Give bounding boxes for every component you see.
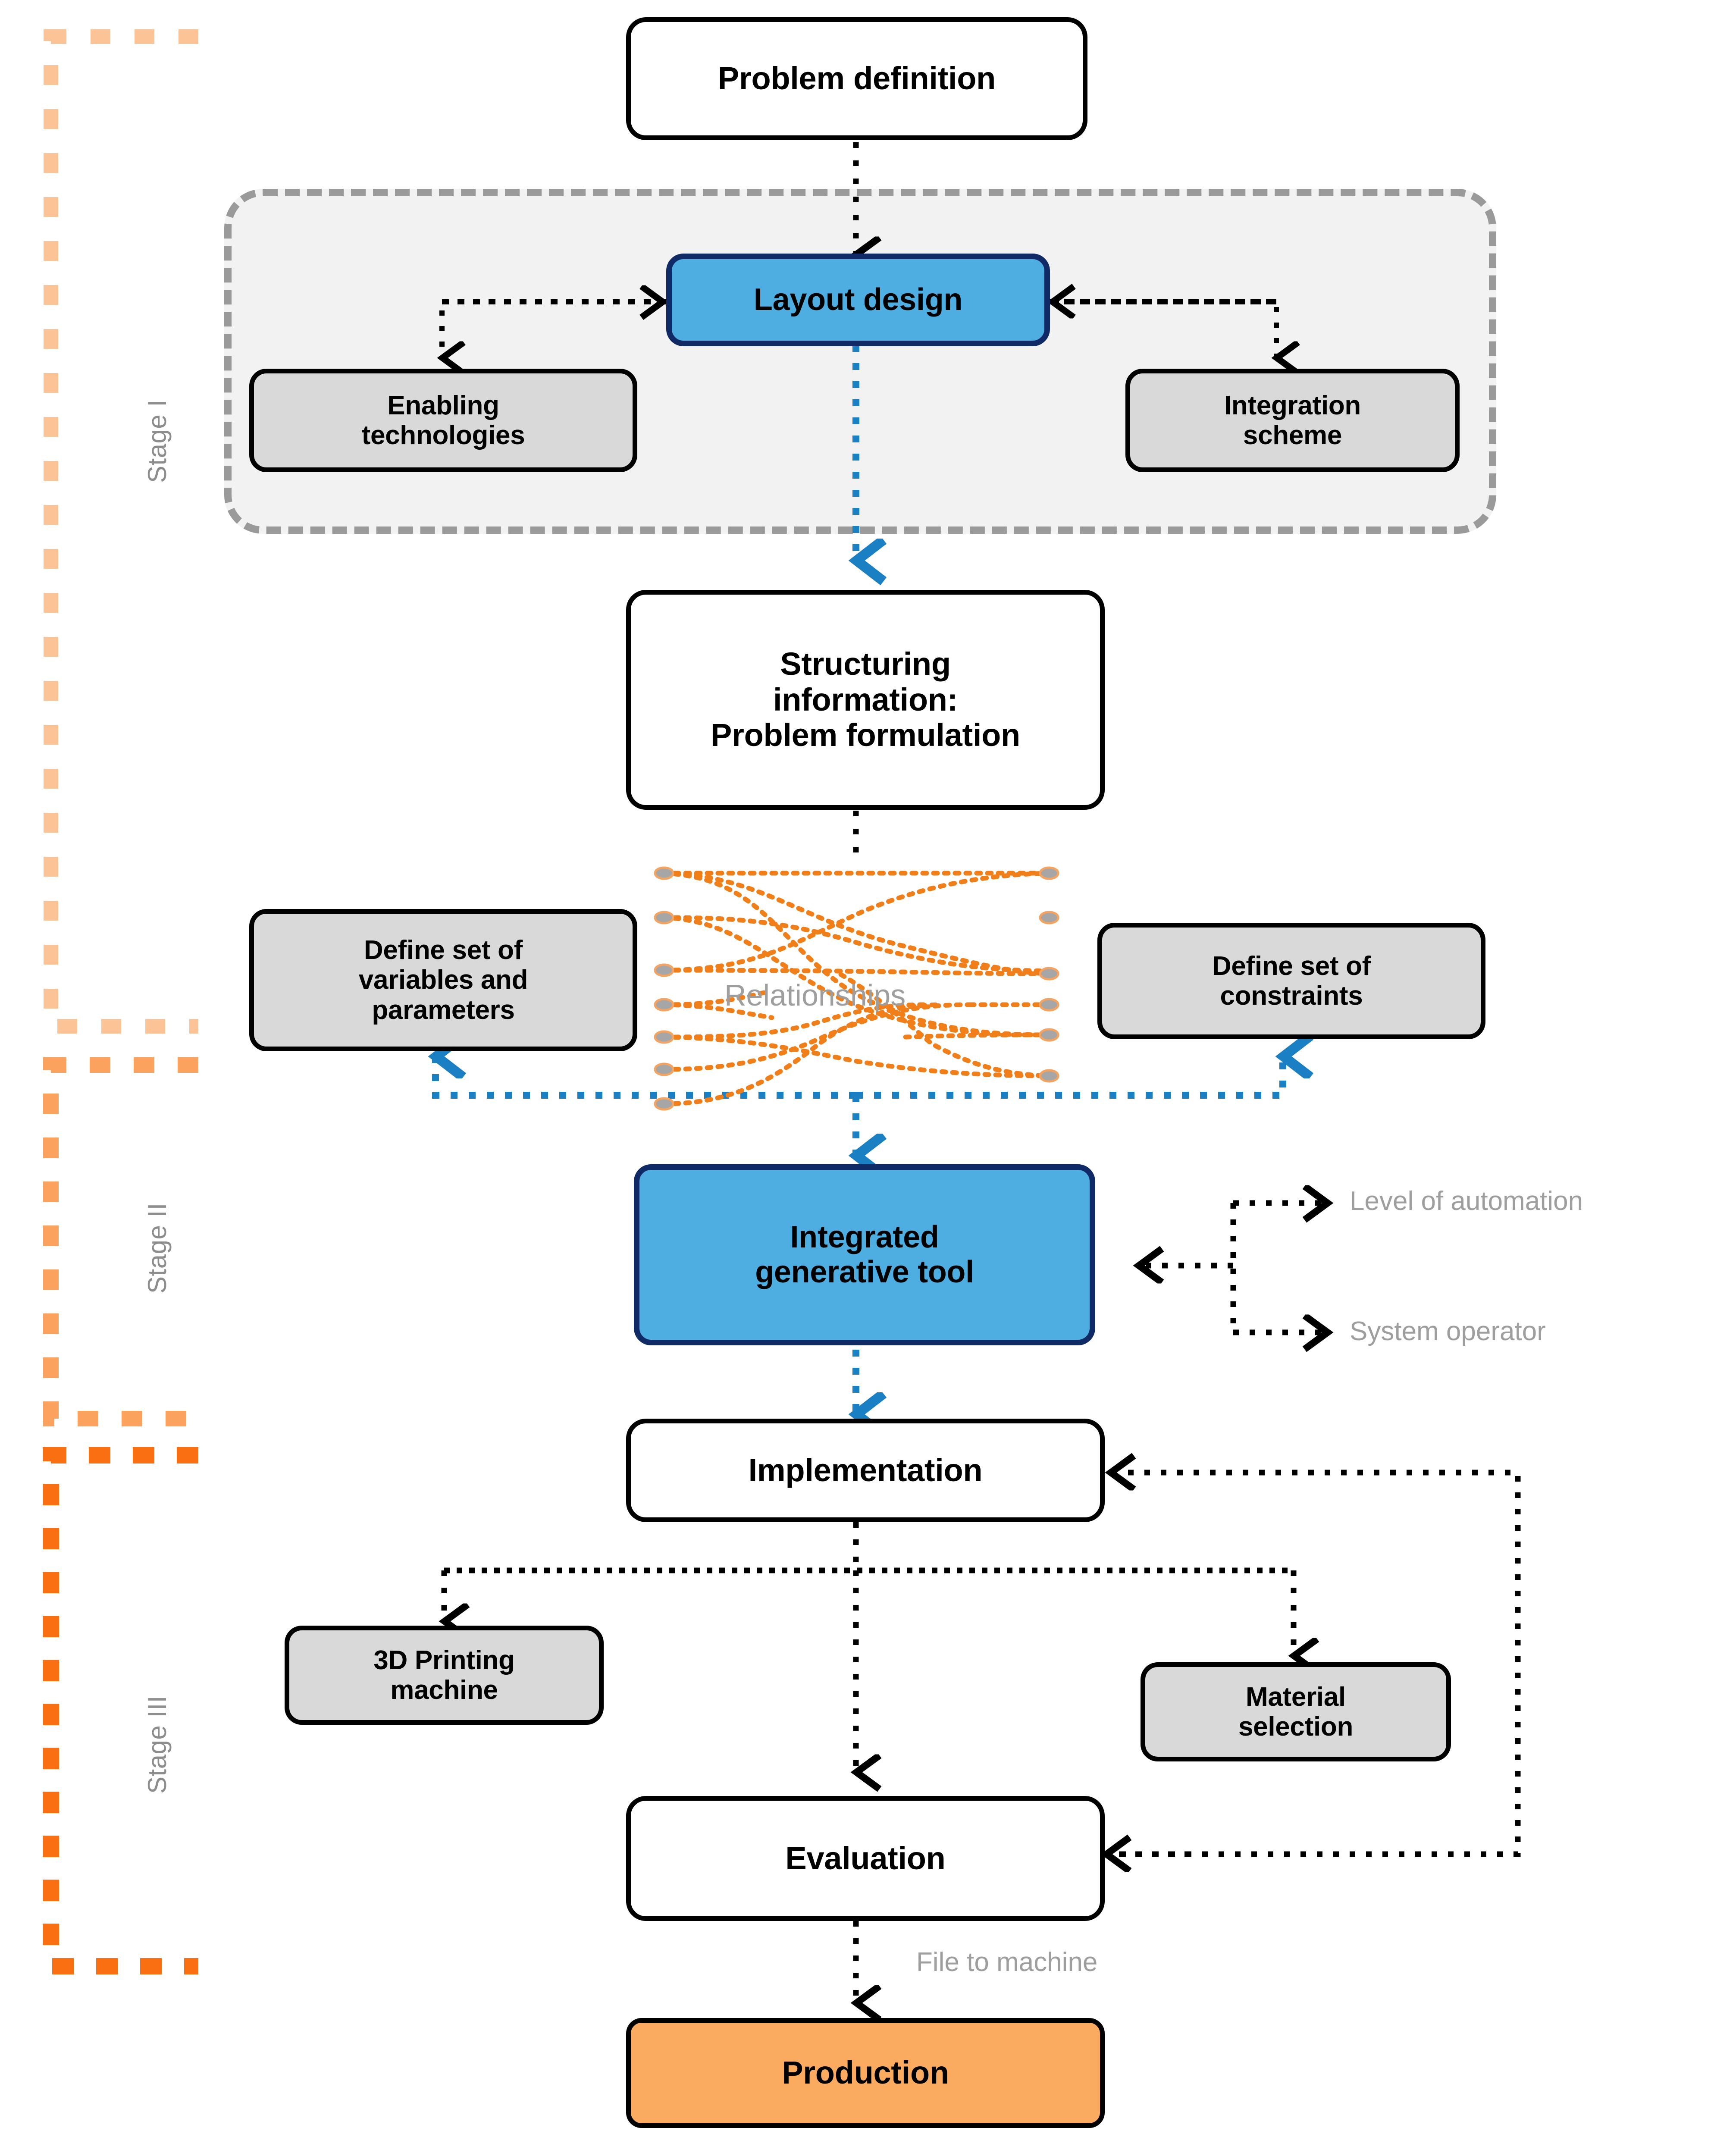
node-enabling-technologies[interactable]: Enabling technologies (249, 369, 637, 472)
stage-3-bracket (43, 1447, 198, 1974)
level-of-automation-label: Level of automation (1350, 1186, 1583, 1216)
node-define-variables[interactable]: Define set of variables and parameters (249, 909, 637, 1051)
node-layout-design[interactable]: Layout design (666, 254, 1050, 346)
stage-label-2: Stage II (143, 1203, 172, 1294)
node-evaluation[interactable]: Evaluation (626, 1796, 1105, 1921)
stage-1-container (224, 189, 1496, 534)
edge-bus-to-constraints (856, 1056, 1283, 1099)
system-operator-label: System operator (1350, 1316, 1546, 1346)
node-define-constraints[interactable]: Define set of constraints (1097, 923, 1485, 1039)
node-production[interactable]: Production (626, 2018, 1105, 2128)
node-material-selection[interactable]: Material selection (1141, 1662, 1451, 1761)
node-integrated-generative-tool[interactable]: Integrated generative tool (634, 1164, 1095, 1345)
node-implementation[interactable]: Implementation (626, 1419, 1105, 1522)
stage-label-3: Stage III (143, 1695, 172, 1794)
node-problem-definition[interactable]: Problem definition (626, 17, 1087, 140)
relationships-label: Relationships (724, 978, 906, 1012)
node-printing-machine[interactable]: 3D Printing machine (285, 1626, 604, 1725)
file-to-machine-label: File to machine (916, 1947, 1098, 1977)
stage-label-1: Stage I (143, 399, 172, 483)
node-integration-scheme[interactable]: Integration scheme (1125, 369, 1460, 472)
node-structuring-information[interactable]: Structuring information: Problem formula… (626, 590, 1105, 810)
stage-1-bracket (44, 29, 198, 1034)
edge-bus-to-variables (436, 1056, 856, 1099)
stage-2-bracket (43, 1057, 198, 1426)
